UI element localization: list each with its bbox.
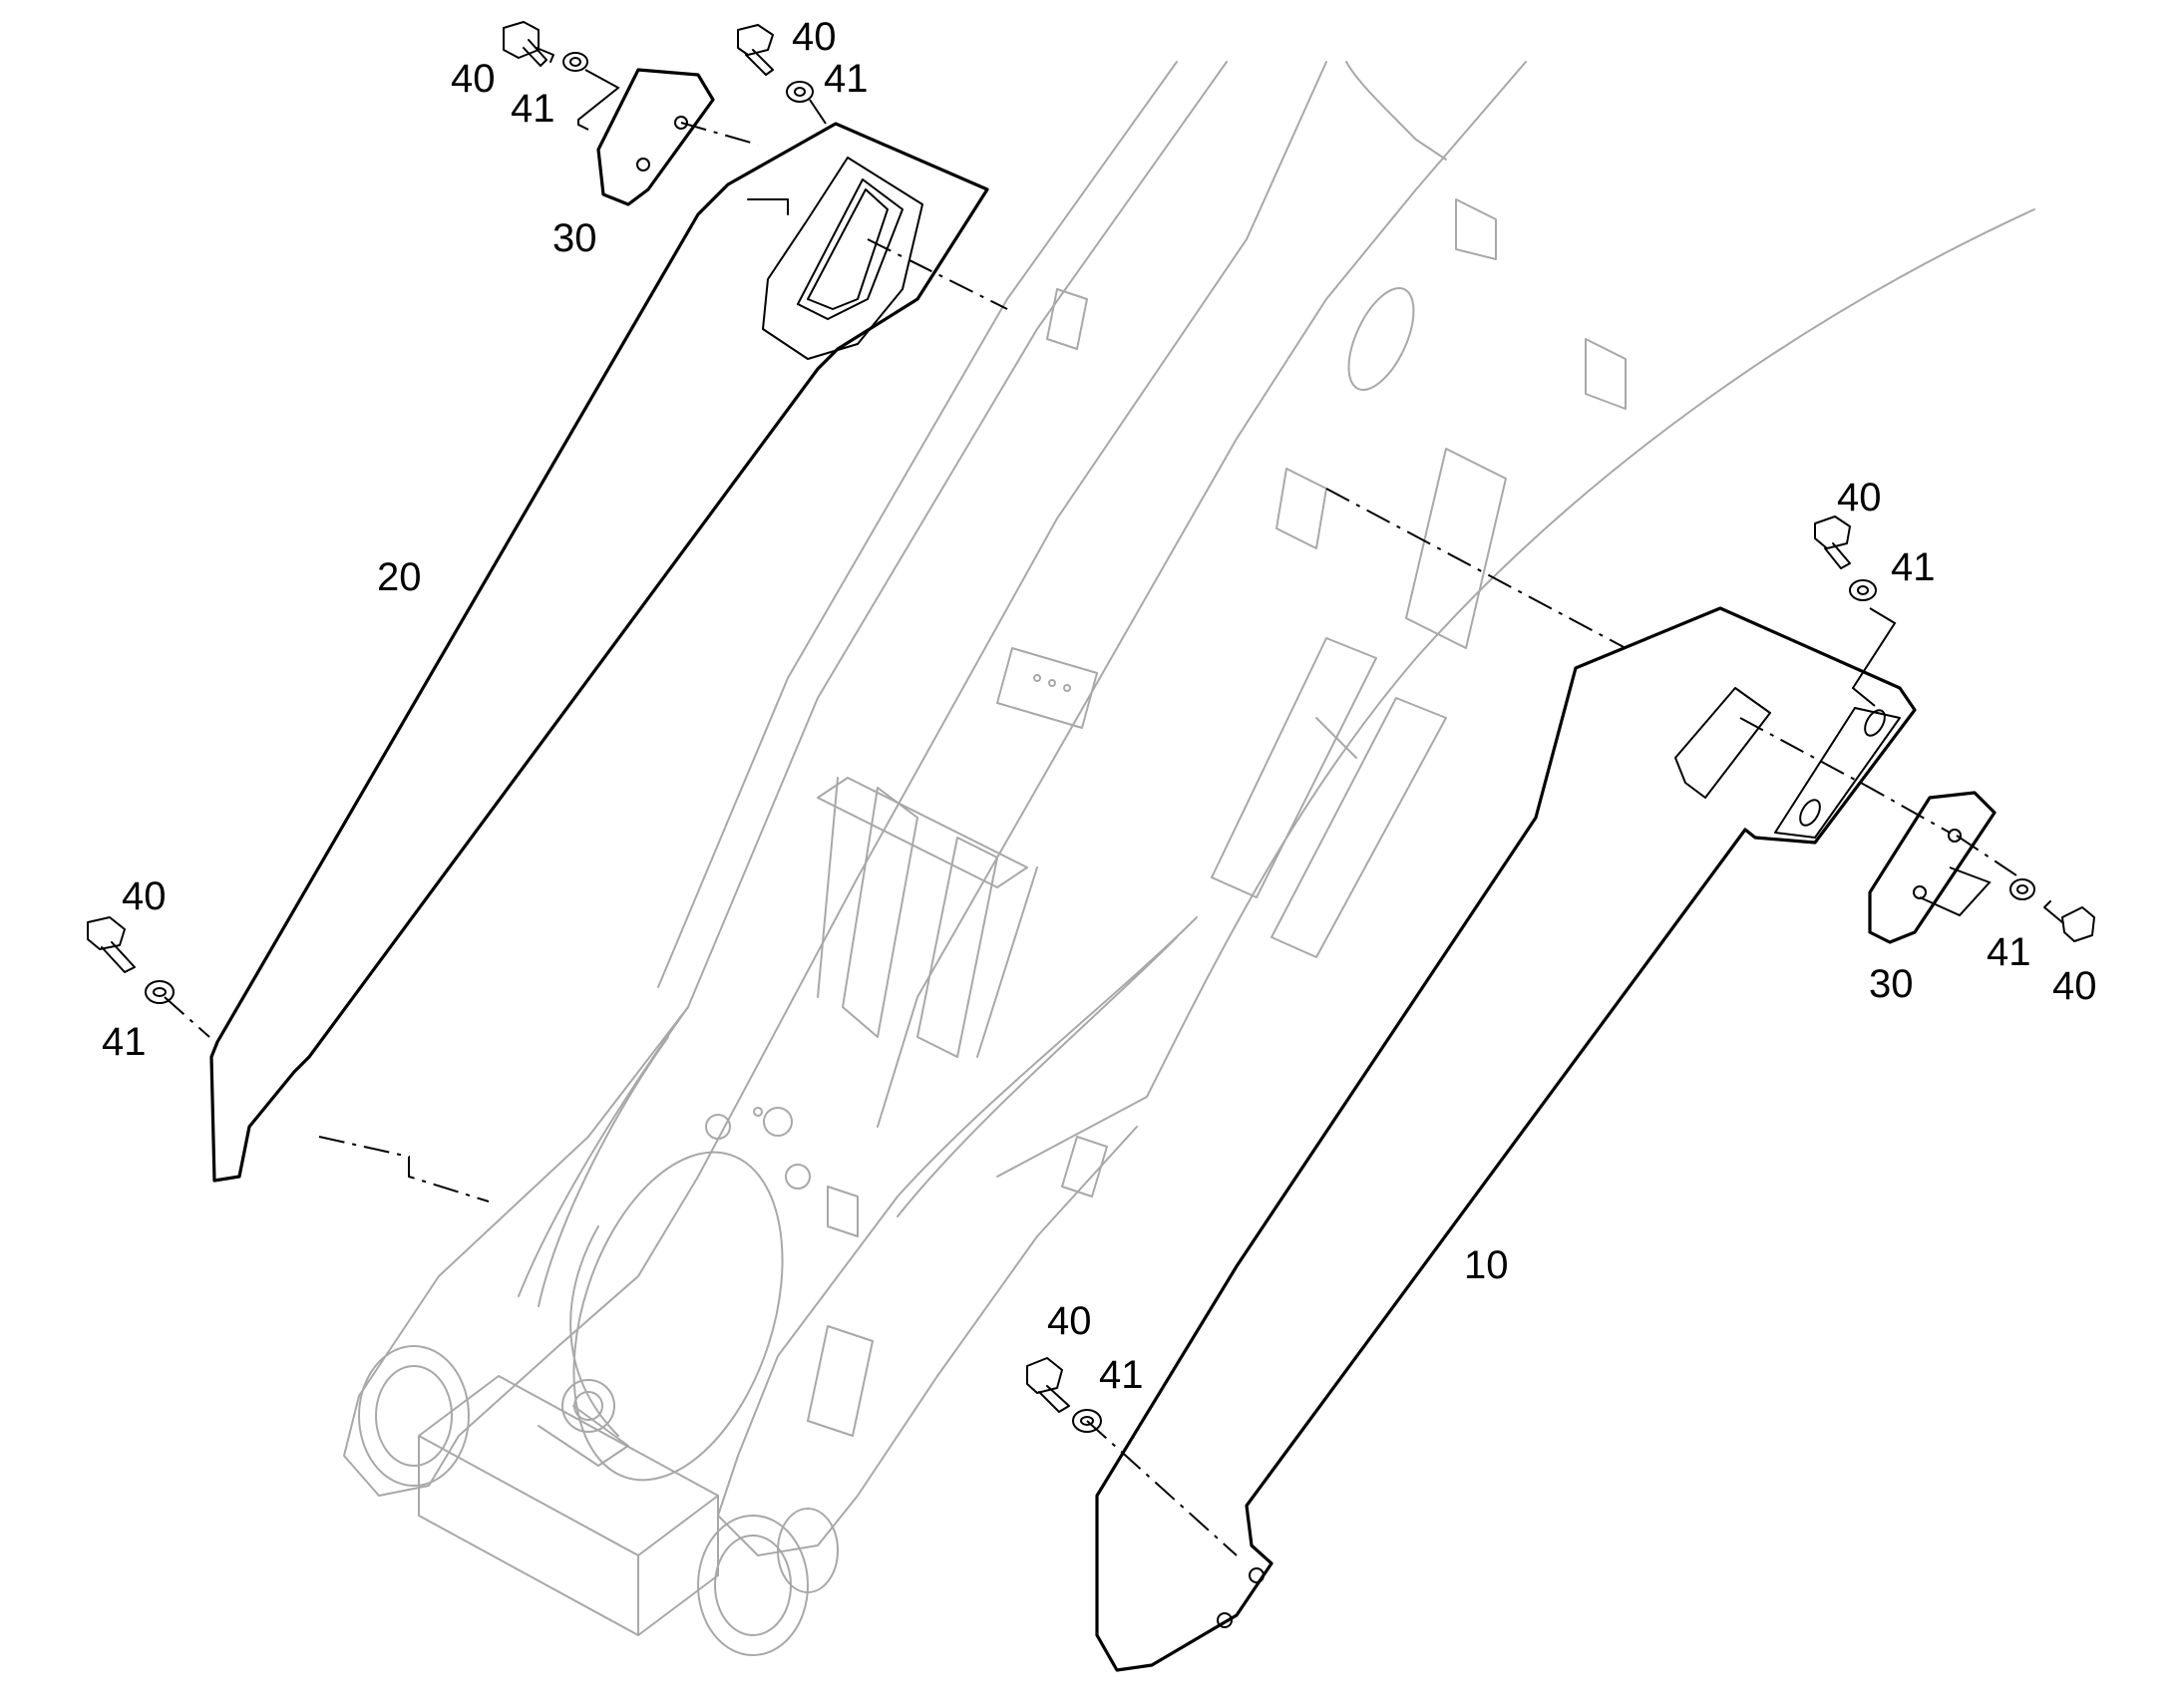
callout-41: 41 — [511, 87, 555, 131]
wear-plate-20 — [209, 122, 989, 1183]
washer-icon — [562, 52, 588, 72]
callout-41: 41 — [102, 1020, 147, 1064]
bolts-and-washers — [87, 21, 2095, 1433]
callout-10: 10 — [1464, 1243, 1509, 1287]
bolt-icon — [737, 24, 774, 76]
callout-30: 30 — [1869, 962, 1914, 1006]
washer-icon — [145, 980, 175, 1004]
bolt-icon — [1026, 1357, 1070, 1413]
callout-41: 41 — [1099, 1353, 1144, 1397]
callout-20: 20 — [377, 555, 422, 599]
callout-40: 40 — [451, 57, 496, 101]
callout-41: 41 — [824, 57, 869, 101]
washer-icon — [2009, 878, 2035, 900]
washer-icon — [786, 81, 814, 103]
boom-arm-ghost — [343, 61, 2035, 1656]
washer-icon — [1072, 1409, 1102, 1433]
callout-40: 40 — [1047, 1299, 1092, 1343]
wear-plate-10 — [1095, 606, 1917, 1672]
callout-41: 41 — [1891, 545, 1936, 589]
washer-icon — [1849, 579, 1877, 601]
callout-40: 40 — [122, 874, 167, 918]
callout-30: 30 — [552, 216, 597, 260]
shim-plate-30-upper — [596, 68, 715, 206]
callout-40: 40 — [2052, 964, 2097, 1008]
callout-40: 40 — [1837, 476, 1882, 519]
shim-plate-30-lower — [1868, 791, 1997, 944]
bolt-icon — [503, 21, 554, 67]
callout-41: 41 — [1987, 930, 2031, 974]
callout-labels: 40 40 41 41 30 20 40 41 40 41 41 40 30 1… — [102, 15, 2097, 1397]
bolt-icon — [1814, 515, 1851, 569]
assembly-centerlines — [164, 69, 2020, 1556]
callout-40: 40 — [792, 15, 837, 59]
bolt-icon — [87, 916, 136, 973]
bolt-icon — [2043, 900, 2095, 942]
